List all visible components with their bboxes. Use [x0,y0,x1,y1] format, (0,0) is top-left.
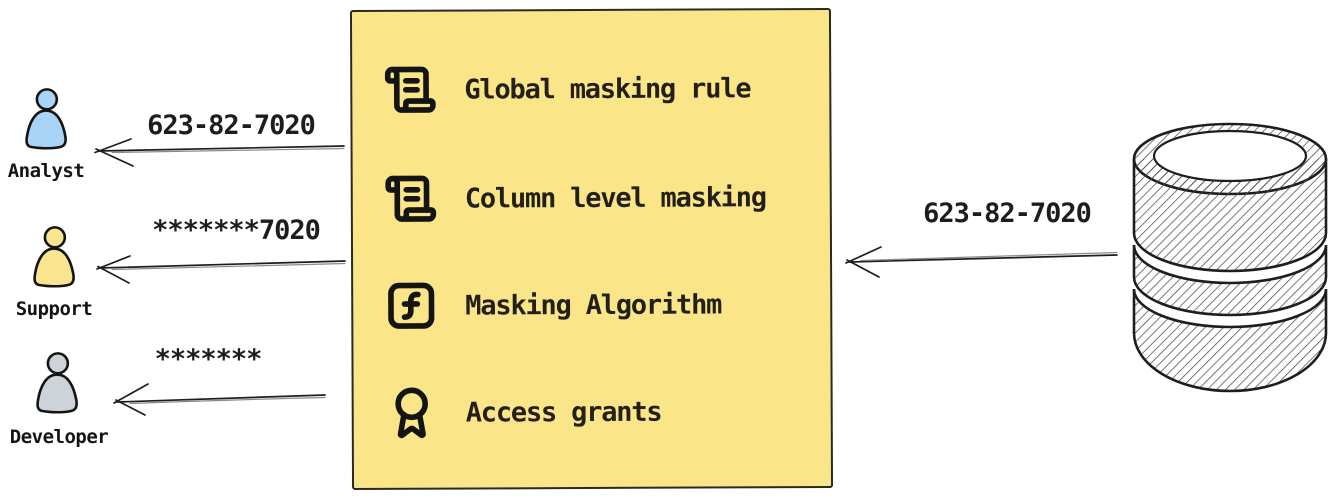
scroll-icon [383,171,439,227]
arrow-to-developer [113,383,326,416]
policy-row-label: Column level masking [464,181,766,215]
person-icon [36,352,78,414]
persona-developer: Developer [10,350,109,448]
persona-label: Developer [9,426,109,448]
masked-value-developer: ******* [154,344,263,375]
masking-policy-box: Global masking rule Column level masking… [349,7,834,491]
persona-label: Support [15,298,93,320]
policy-row-column-level-masking: Column level masking [383,168,766,228]
policy-row-masking-algorithm: Masking Algorithm [383,275,721,334]
masked-value-support: *******7020 [152,215,321,246]
person-icon [25,88,67,150]
arrow-from-database [845,246,1118,278]
policy-row-global-masking-rule: Global masking rule [382,59,750,119]
persona-support: Support [16,224,93,320]
arrow-to-support [96,255,346,284]
masked-value-analyst: 623-82-7020 [147,110,316,141]
policy-row-label: Global masking rule [464,72,751,106]
scroll-icon [382,62,438,118]
award-icon [384,385,440,441]
persona-label: Analyst [7,160,85,182]
person-icon [33,226,75,288]
policy-row-access-grants: Access grants [384,383,662,442]
database-icon [1132,122,1328,393]
policy-row-label: Masking Algorithm [465,288,722,322]
persona-analyst: Analyst [8,86,85,182]
policy-row-label: Access grants [465,396,662,429]
arrow-to-analyst [94,138,345,167]
function-icon [383,278,439,334]
source-value: 623-82-7020 [923,198,1092,229]
